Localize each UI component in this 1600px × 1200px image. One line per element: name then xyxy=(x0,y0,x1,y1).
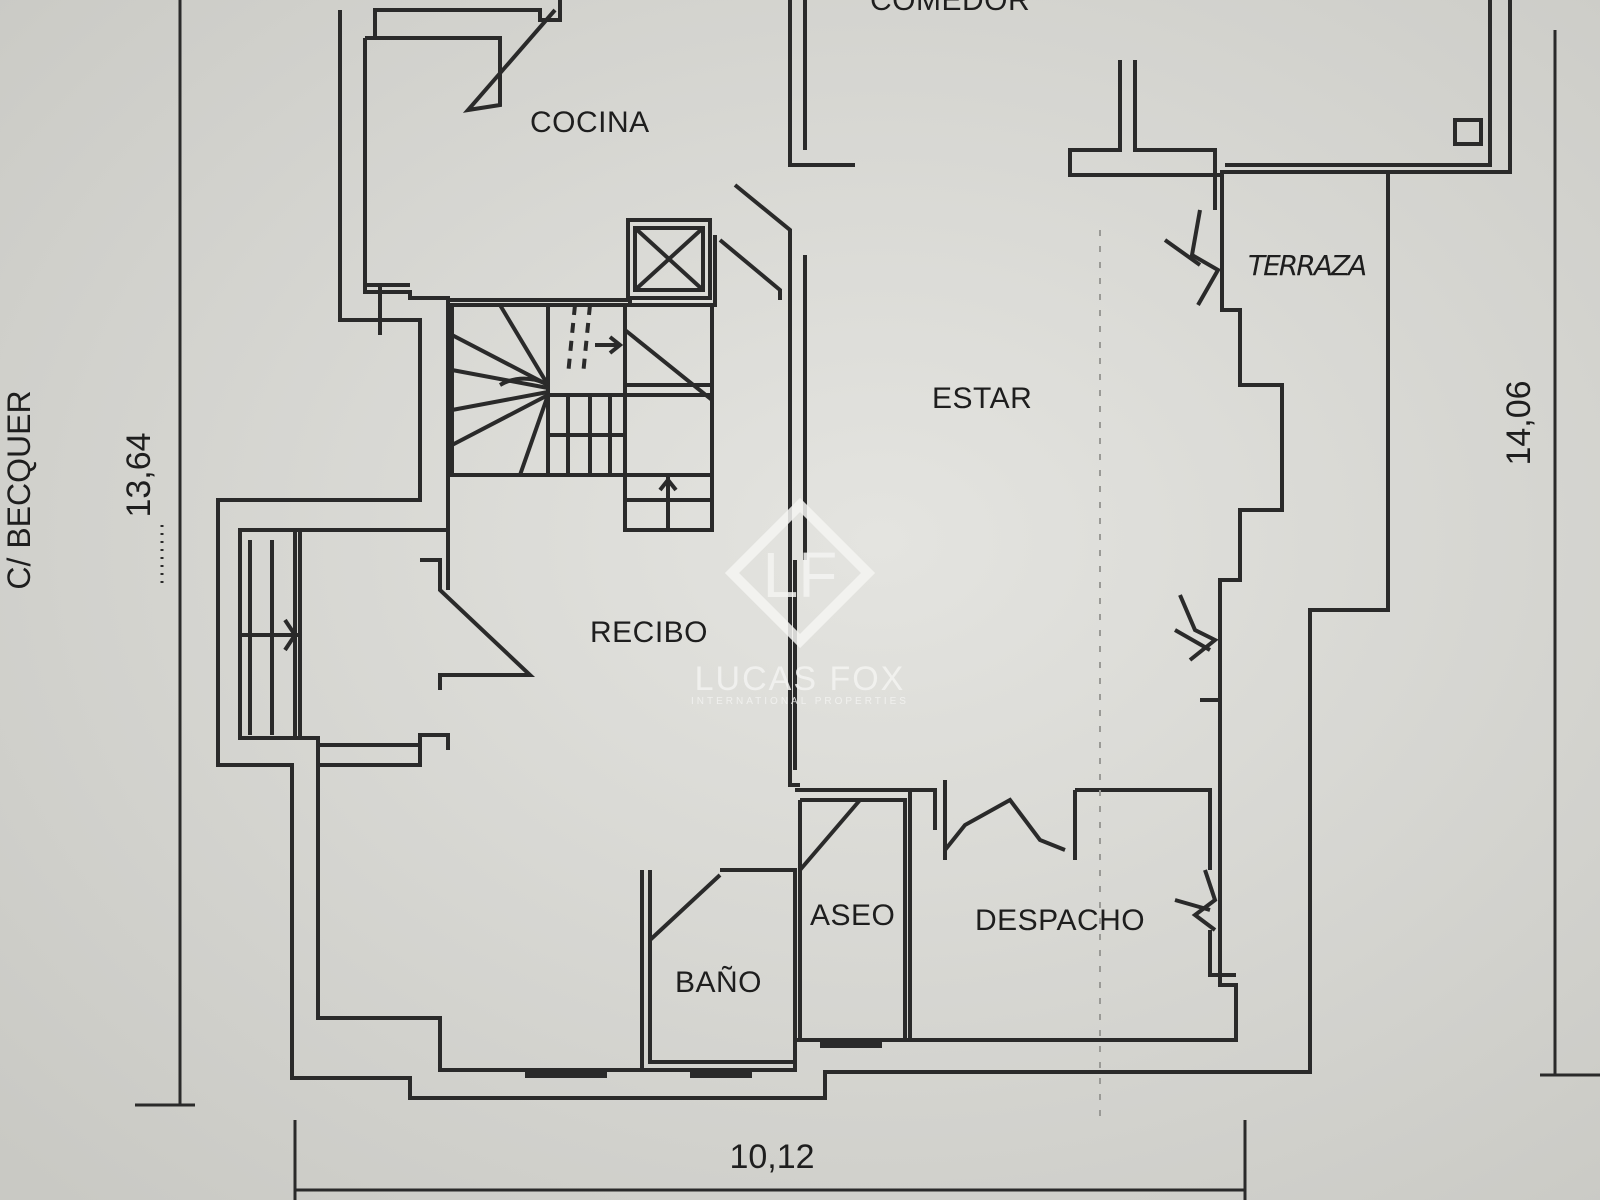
room-label-despacho: DESPACHO xyxy=(975,904,1145,937)
dimension-left-height: 13,64 xyxy=(120,432,158,517)
dimension-bottom-width: 10,12 xyxy=(729,1138,814,1176)
street-label: C/ BECQUER xyxy=(1,390,37,589)
room-label-estar: ESTAR xyxy=(932,382,1032,415)
watermark-brand: LUCAS FOX xyxy=(695,660,906,698)
room-label-comedor: COMEDOR xyxy=(870,0,1030,17)
room-label-bano: BAÑO xyxy=(675,965,762,999)
room-label-recibo: RECIBO xyxy=(590,616,708,649)
dimension-right-height: 14,06 xyxy=(1500,380,1538,465)
room-label-terraza: TERRAZA xyxy=(1248,249,1366,282)
room-label-cocina: COCINA xyxy=(530,106,650,139)
watermark-tagline: INTERNATIONAL PROPERTIES xyxy=(691,696,909,707)
dimension-lines xyxy=(135,0,1600,1200)
interior-walls xyxy=(240,0,1483,1070)
window-marks xyxy=(525,1040,882,1078)
watermark-diamond-icon xyxy=(724,497,876,649)
watermark: LF LUCAS FOX INTERNATIONAL PROPERTIES xyxy=(691,497,909,707)
watermark-monogram: LF xyxy=(763,539,838,611)
room-label-aseo: ASEO xyxy=(810,899,895,932)
